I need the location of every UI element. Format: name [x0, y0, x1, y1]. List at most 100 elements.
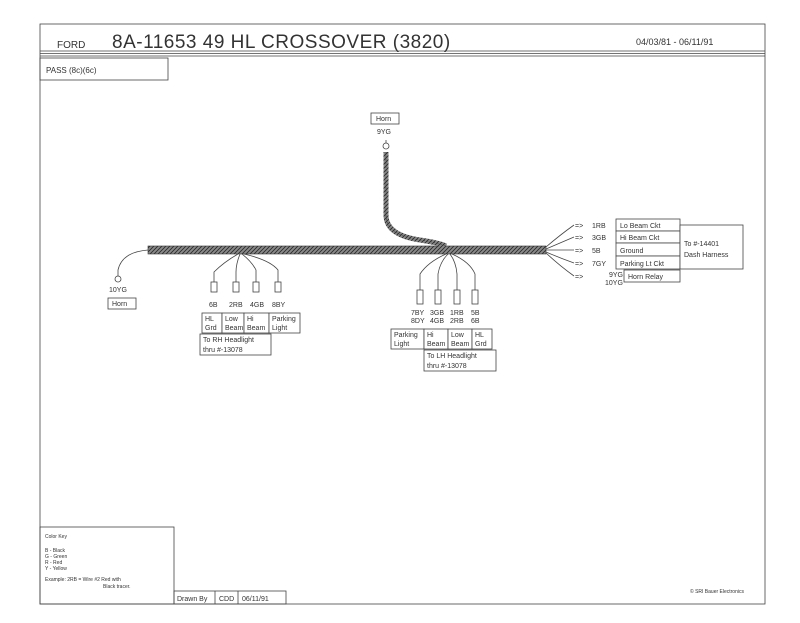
lh-conn-4 [471, 289, 479, 305]
rh-wire-3 [241, 253, 257, 282]
harness-trunk [147, 245, 547, 255]
lh-dest-1: To LH Headlight [427, 353, 477, 360]
color-key-example-1: Example: 2RB = Wire #2 Red with [45, 577, 121, 583]
rh-conn-4 [274, 281, 282, 293]
color-key-line-2: G - Green [45, 554, 67, 560]
circuit-label-4: Parking Lt Ckt [620, 261, 664, 268]
fan-wire-5 [545, 252, 575, 277]
color-key-box [39, 526, 175, 605]
lh-conn-3 [453, 289, 461, 305]
circuit-label-5: Horn Relay [628, 274, 664, 281]
model-label: PASS (8c)(6c) [46, 66, 97, 75]
fan-arrow-1: => [575, 223, 583, 230]
horn-top-lead [383, 152, 448, 249]
horn-top-code: 9YG [377, 129, 391, 136]
lh-dest-box [423, 349, 497, 372]
rh-func-3b: Beam [247, 325, 265, 332]
lh-conn-1 [416, 289, 424, 305]
lh-func-3a: Low [451, 332, 465, 339]
fan-wire-code-1: 1RB [592, 223, 606, 230]
rh-wire-code-3: 4GB [250, 302, 264, 309]
rh-dest-2: thru #-13078 [203, 347, 243, 354]
rh-conn-1 [210, 281, 218, 293]
fan-arrow-2: => [575, 235, 583, 242]
lh-wire-2 [437, 253, 449, 290]
brand-label: FORD [57, 40, 85, 51]
rh-func-4b: Light [272, 325, 287, 332]
page-title: 8A-11653 49 HL CROSSOVER (3820) [112, 32, 451, 53]
sheet-border [39, 23, 766, 605]
fan-wire-code-3: 5B [592, 248, 601, 255]
rh-func-1b: Grd [205, 325, 217, 332]
fan-wire-2 [545, 236, 575, 250]
lh-wire-3 [449, 253, 458, 290]
dash-harness-1: To #-14401 [684, 241, 719, 248]
drawn-by-label: Drawn By [177, 596, 208, 603]
rh-wire-1 [213, 253, 239, 282]
lh-wire-code-2a: 3GB [430, 310, 444, 317]
rh-func-3a: Hi [247, 316, 254, 323]
lh-func-2b: Beam [427, 341, 445, 348]
lh-wire-code-3b: 2RB [450, 318, 464, 325]
rh-wire-4 [243, 253, 279, 282]
lh-conn-2 [434, 289, 442, 305]
rh-conn-3 [252, 281, 260, 293]
lh-wire-1 [419, 253, 447, 290]
horn-left-label: Horn [112, 301, 127, 308]
fan-wire-code-5b: 10YG [605, 280, 623, 287]
color-key-example-2: Black tracer. [103, 584, 131, 590]
fan-arrow-5: => [575, 274, 583, 281]
rh-func-1a: HL [205, 316, 214, 323]
lh-branch: 7BY 8DY 3GB 4GB 1RB 2RB 5B 6B Parking Li… [390, 253, 497, 372]
rh-wire-code-2: 2RB [229, 302, 243, 309]
rh-conn-2 [232, 281, 240, 293]
lh-wire-code-4a: 5B [471, 310, 480, 317]
fan-wire-code-2: 3GB [592, 235, 606, 242]
color-key-line-3: R - Red [45, 560, 62, 566]
lh-wire-code-4b: 6B [471, 318, 480, 325]
lh-func-1b: Light [394, 341, 409, 348]
rh-func-2b: Beam [225, 325, 243, 332]
lh-dest-2: thru #-13078 [427, 363, 467, 370]
rh-dest-box [199, 333, 272, 356]
lh-func-3b: Beam [451, 341, 469, 348]
fan-wire-4 [545, 251, 575, 264]
fan-arrow-4: => [575, 261, 583, 268]
lh-func-2a: Hi [427, 332, 434, 339]
circuit-label-2: Hi Beam Ckt [620, 235, 659, 242]
dash-harness-2: Dash Harness [684, 252, 729, 259]
drawn-by-who: CDD [219, 596, 234, 603]
horn-top-lead-outline [385, 152, 447, 247]
fan-wire-1 [545, 224, 575, 248]
rh-branch: 6B 2RB 4GB 8BY HL Grd Low Beam Hi Beam P… [199, 253, 301, 356]
drawn-by-box [173, 590, 287, 605]
rh-func-box-4 [268, 312, 301, 334]
horn-left-code: 10YG [109, 287, 127, 294]
rh-func-2a: Low [225, 316, 239, 323]
dash-harness-box [679, 224, 744, 270]
horn-top-terminal [382, 142, 390, 150]
horn-left-terminal [114, 275, 122, 283]
rh-dest-1: To RH Headlight [203, 337, 254, 344]
rh-wire-code-4: 8BY [272, 302, 286, 309]
lh-wire-code-1b: 8DY [411, 318, 425, 325]
drawn-by-date: 06/11/91 [242, 596, 269, 603]
rh-func-4a: Parking [272, 316, 296, 323]
lh-func-4a: HL [475, 332, 484, 339]
color-key-title: Color Key [45, 534, 67, 540]
lh-wire-code-2b: 4GB [430, 318, 444, 325]
circuit-box-5 [623, 269, 681, 283]
fan-arrow-3: => [575, 248, 583, 255]
circuit-label-3: Ground [620, 248, 643, 255]
horn-left-box [107, 297, 137, 310]
right-fanout: => => => => => 1RB 3GB 5B 7GY 9YG 10YG L… [545, 218, 744, 287]
lh-wire-code-3a: 1RB [450, 310, 464, 317]
color-key-line-4: Y - Yellow [45, 566, 67, 572]
lh-func-box-4 [471, 328, 493, 350]
circuit-label-1: Lo Beam Ckt [620, 223, 661, 230]
date-range: 04/03/81 - 06/11/91 [636, 37, 713, 47]
model-box [39, 57, 169, 81]
horn-top-label: Horn [376, 116, 391, 123]
